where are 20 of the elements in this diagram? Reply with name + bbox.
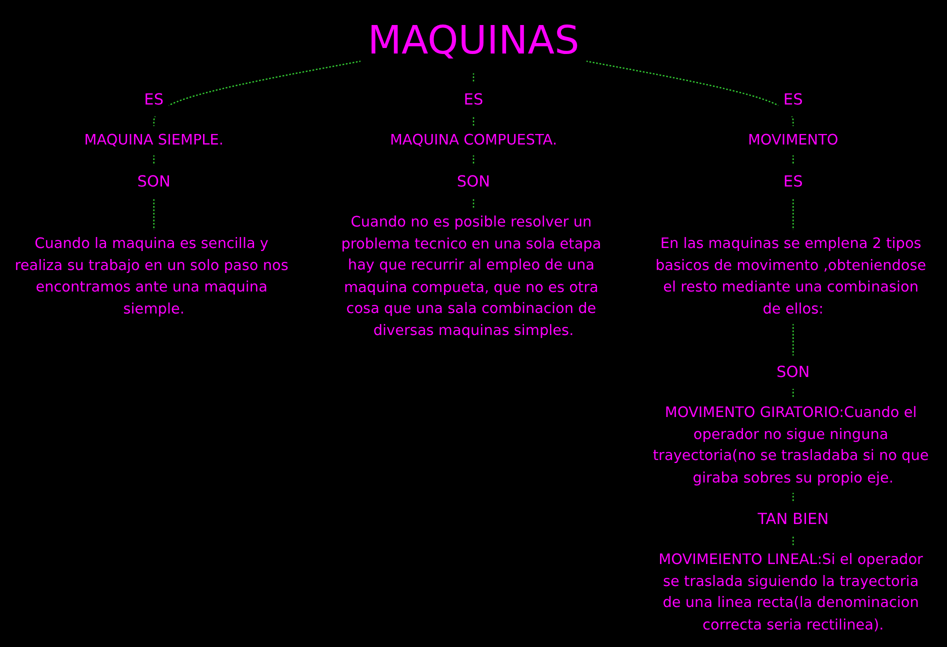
connector <box>792 154 794 230</box>
edge-label: ES <box>464 90 484 109</box>
edge-label: ES <box>783 172 803 191</box>
edge-label: SON <box>137 172 170 191</box>
connector <box>153 60 362 126</box>
node-text: Cuando no es posible resolver un problema tecnico en una sola etapa hay que recurrir al empleo de una maquina compueta, que no es otra cosa que una sala combinacion de diversas maquinas simples. <box>341 214 602 340</box>
node-text: MOVIMEIENTO LINEAL:Si el operador se traslada siguiendo la trayectoria de una linea recta(la denominacion correcta seria rectilinea). <box>658 551 924 634</box>
node-text: MOVIMENTO <box>748 132 838 149</box>
edge-label: ES <box>783 90 803 109</box>
node-text: MAQUINAS <box>368 16 580 63</box>
node-text: En las maquinas se emplena 2 tipos basicos de movimento ,obteniendose el resto mediante una combinasion de ellos: <box>655 235 926 318</box>
node-text: MAQUINA COMPUESTA. <box>390 132 558 149</box>
connector <box>586 60 794 126</box>
node-text: MAQUINA SIEMPLE. <box>84 132 224 149</box>
edge-label: ES <box>144 90 164 109</box>
node-text: Cuando la maquina es sencilla y realiza su trabajo en un solo paso nos encontramos ante una maquina siemple. <box>14 235 288 318</box>
edge-label: SON <box>456 172 490 191</box>
node-text: MOVIMENTO GIRATORIO:Cuando el operador no sigue ninguna trayectoria(no se trasladaba si no que giraba sobres su propio eje. <box>652 404 929 486</box>
edge-label: TAN BIEN <box>758 510 829 528</box>
edge-label: SON <box>776 363 810 382</box>
